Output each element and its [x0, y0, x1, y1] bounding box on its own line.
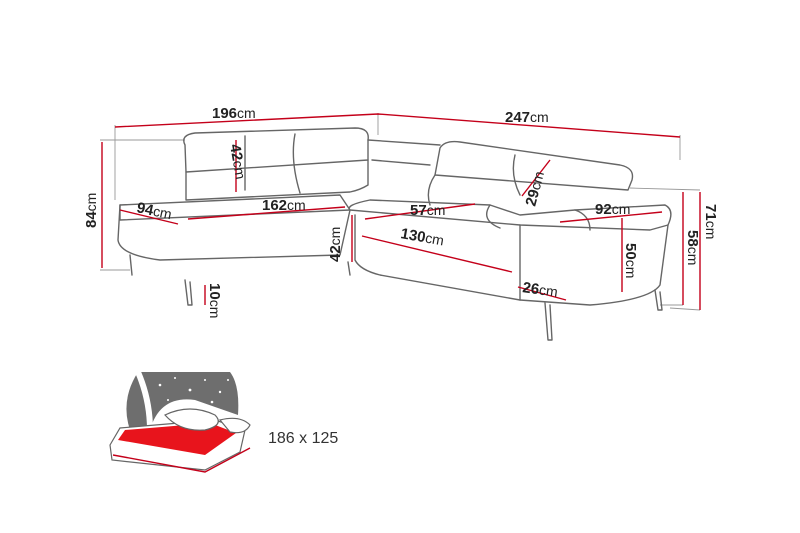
label-92: 92cm — [595, 201, 630, 218]
label-71: 71cm — [702, 204, 719, 239]
label-10: 10cm — [206, 283, 223, 318]
label-196: 196cm — [212, 105, 256, 122]
sofa-outline — [100, 113, 701, 341]
label-42-seat: 42cm — [327, 227, 344, 262]
label-247: 247cm — [505, 109, 549, 126]
label-162: 162cm — [262, 197, 306, 214]
label-94: 94cm — [135, 199, 173, 223]
label-50: 50cm — [622, 243, 639, 278]
label-26: 26cm — [521, 279, 558, 301]
dimension-labels: 196cm 247cm 84cm 42cm 94cm 162cm 57cm 29… — [83, 105, 719, 318]
label-42-headrest: 42cm — [226, 143, 249, 181]
label-58: 58cm — [684, 230, 701, 265]
dimension-lines — [101, 113, 701, 310]
sleep-function-icon — [109, 370, 251, 473]
label-84: 84cm — [83, 193, 100, 228]
label-29: 29cm — [522, 169, 548, 208]
label-57: 57cm — [410, 202, 445, 219]
bed-size-label: 186 x 125 — [268, 430, 338, 447]
label-130: 130cm — [399, 225, 445, 249]
